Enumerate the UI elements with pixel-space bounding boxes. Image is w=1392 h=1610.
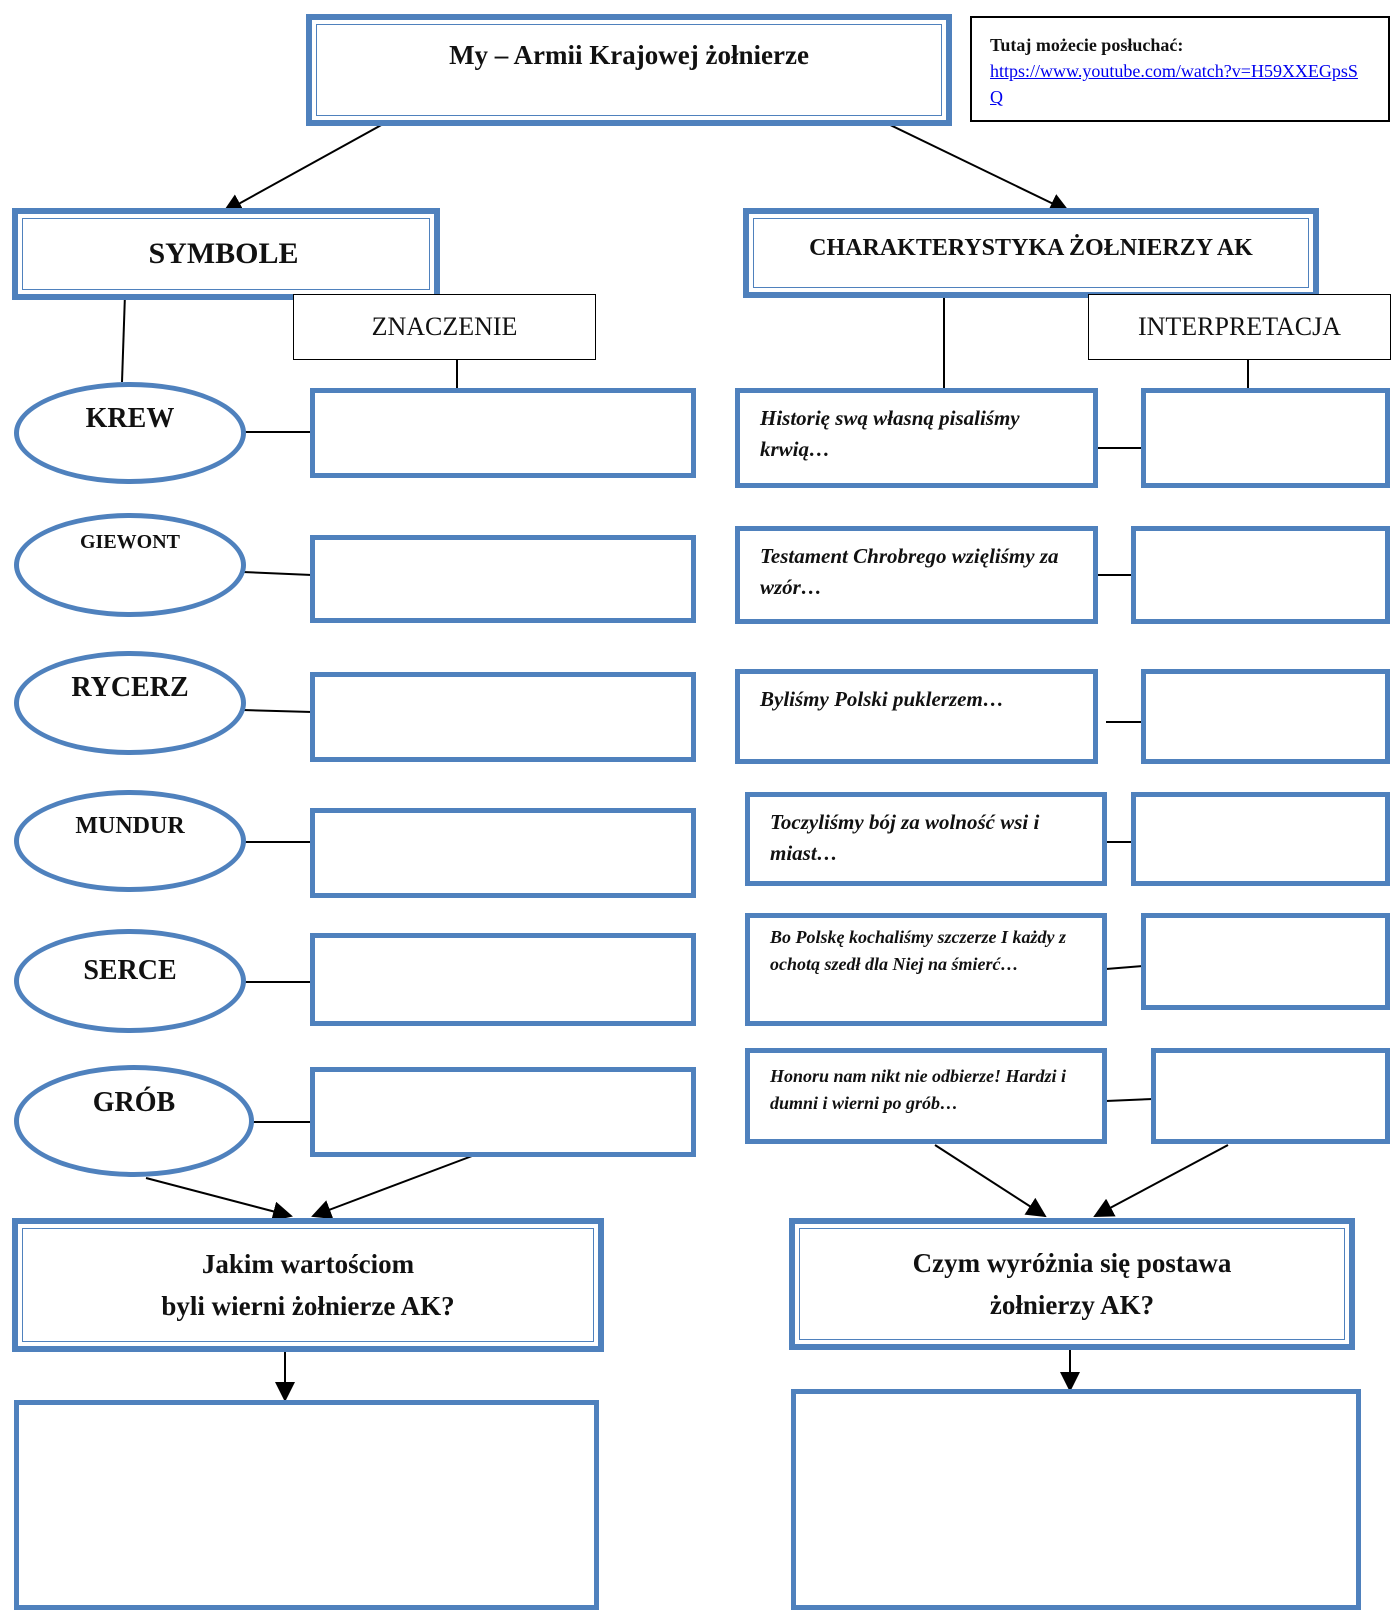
- symbol-label: SERCE: [83, 955, 177, 986]
- values-question-line1: Jakim wartościom: [201, 1249, 415, 1279]
- meaning-answer-box[interactable]: [310, 672, 696, 762]
- quote-text: Toczyliśmy bój za wolność wsi i miast…: [770, 810, 1040, 865]
- quote-box: Toczyliśmy bój za wolność wsi i miast…: [745, 792, 1107, 886]
- symbol-label: GIEWONT: [79, 530, 181, 553]
- attitude-answer-box[interactable]: [791, 1389, 1361, 1610]
- symbol-label: RYCERZ: [71, 672, 189, 703]
- attitude-question-line2: żołnierzy AK?: [989, 1290, 1155, 1320]
- interpretation-label-box: INTERPRETACJA: [1088, 294, 1391, 360]
- symbols-header: SYMBOLE: [12, 208, 440, 300]
- meaning-label: ZNACZENIE: [371, 312, 518, 341]
- listen-box: Tutaj możecie posłuchać: https://www.you…: [970, 16, 1390, 122]
- quote-text: Testament Chrobrego wzięliśmy za wzór…: [760, 544, 1059, 599]
- values-question: Jakim wartościom byli wierni żołnierze A…: [161, 1243, 454, 1327]
- meaning-answer-box[interactable]: [310, 535, 696, 623]
- characteristics-header: CHARAKTERYSTYKA ŻOŁNIERZY AK: [743, 208, 1319, 298]
- attitude-question-box: Czym wyróżnia się postawa żołnierzy AK?: [789, 1218, 1355, 1350]
- values-question-box: Jakim wartościom byli wierni żołnierze A…: [12, 1218, 604, 1352]
- quote-text: Byliśmy Polski puklerzem…: [760, 687, 1004, 711]
- interpretation-label: INTERPRETACJA: [1137, 312, 1342, 341]
- attitude-question-line1: Czym wyróżnia się postawa: [912, 1248, 1232, 1278]
- interpretation-answer-box[interactable]: [1131, 792, 1390, 886]
- meaning-answer-box[interactable]: [310, 808, 696, 898]
- symbol-oval: GIEWONT: [14, 513, 246, 617]
- symbol-label: GRÓB: [92, 1087, 176, 1118]
- quote-box: Testament Chrobrego wzięliśmy za wzór…: [735, 526, 1098, 624]
- quote-box: Byliśmy Polski puklerzem…: [735, 669, 1098, 764]
- symbol-oval: SERCE: [14, 929, 246, 1033]
- quote-box: Honoru nam nikt nie odbierze! Hardzi i d…: [745, 1048, 1107, 1144]
- symbol-label: KREW: [85, 403, 175, 434]
- meaning-answer-box[interactable]: [310, 388, 696, 478]
- symbol-oval: MUNDUR: [14, 790, 246, 892]
- symbol-label: MUNDUR: [75, 812, 185, 839]
- values-question-line2: byli wierni żołnierze AK?: [161, 1291, 455, 1321]
- symbol-oval: RYCERZ: [14, 651, 246, 755]
- meaning-label-box: ZNACZENIE: [293, 294, 596, 360]
- listen-label: Tutaj możecie posłuchać:: [990, 35, 1184, 55]
- interpretation-answer-box[interactable]: [1131, 526, 1390, 624]
- quote-box: Bo Polskę kochaliśmy szczerze I każdy z …: [745, 913, 1107, 1026]
- quote-box: Historię swą własną pisaliśmy krwią…: [735, 388, 1098, 488]
- meaning-answer-box[interactable]: [310, 1067, 696, 1157]
- symbol-oval: KREW: [14, 382, 246, 484]
- page-title: My – Armii Krajowej żołnierze: [449, 39, 809, 70]
- interpretation-answer-box[interactable]: [1141, 913, 1390, 1010]
- characteristics-header-label: CHARAKTERYSTYKA ŻOŁNIERZY AK: [809, 234, 1253, 261]
- title-box: My – Armii Krajowej żołnierze: [306, 14, 952, 126]
- symbols-header-label: SYMBOLE: [148, 237, 299, 270]
- youtube-link[interactable]: https://www.youtube.com/watch?v=H59XXEGp…: [990, 61, 1358, 107]
- symbol-oval: GRÓB: [14, 1065, 254, 1177]
- interpretation-answer-box[interactable]: [1141, 669, 1390, 764]
- values-answer-box[interactable]: [14, 1400, 599, 1610]
- attitude-question: Czym wyróżnia się postawa żołnierzy AK?: [913, 1242, 1232, 1326]
- quote-text: Bo Polskę kochaliśmy szczerze I każdy z …: [770, 927, 1066, 974]
- meaning-answer-box[interactable]: [310, 933, 696, 1026]
- interpretation-answer-box[interactable]: [1151, 1048, 1390, 1144]
- quote-text: Honoru nam nikt nie odbierze! Hardzi i d…: [770, 1066, 1067, 1113]
- interpretation-answer-box[interactable]: [1141, 388, 1390, 488]
- quote-text: Historię swą własną pisaliśmy krwią…: [760, 406, 1020, 461]
